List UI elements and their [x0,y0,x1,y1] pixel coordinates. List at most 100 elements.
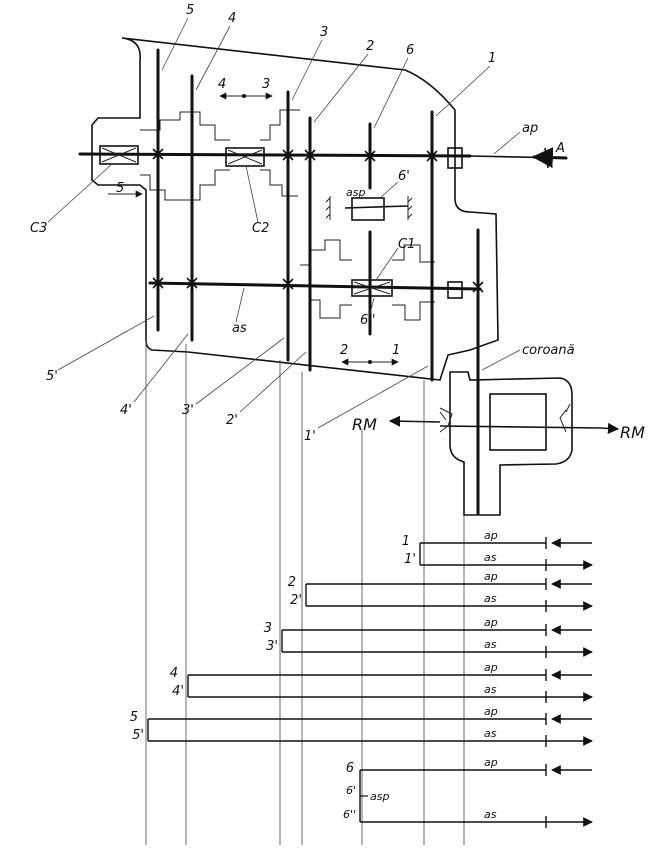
table-label-ap-1: ap [484,529,498,542]
table-label-gear-4: 4 [170,666,178,681]
leader-3 [291,39,323,101]
leader-4p [133,333,189,403]
table-label-ap-2: ap [484,570,498,583]
secondary-bearing [447,281,463,299]
leader-4 [195,25,231,91]
table-label-as-reverse: as [484,808,497,821]
c3-cross [101,147,137,163]
label-c3: C3 [30,221,47,236]
table-label-gear-p-5: 5' [132,728,144,743]
table-label-ap-3: ap [484,616,498,629]
leader-5p [57,315,155,371]
leader-c3 [47,163,113,223]
primary-bearing [447,147,463,169]
table-label-ap-reverse: ap [484,756,498,769]
table-label-gear-1: 1 [402,534,410,549]
table-label-as-4: as [484,683,497,696]
table-label-gear-2: 2 [288,575,296,590]
table-label-gear-6: 6 [346,761,354,776]
leader-6p [379,181,399,199]
table-label-ap-4: ap [484,661,498,674]
table-label-gear-6pp: 6'' [343,808,356,821]
label-gear-3p: 3' [182,403,194,418]
label-gear-4p: 4' [120,403,132,418]
input-arrow [531,147,568,169]
differential-cage [489,393,547,451]
gear-hub-crosses [152,148,484,293]
label-gear-3: 3 [320,25,328,40]
leader-6 [373,57,409,129]
c2-cross [227,149,263,165]
label-asp: asp [346,186,365,199]
label-rm-right: RM [620,423,645,442]
shift-dir-2: 2 [340,343,348,358]
diff-bevel-right [559,403,571,433]
label-gear-6pp: 6'' [360,313,375,328]
c3-synchronizer [99,145,139,165]
shift-dir-5: 5 [116,181,124,196]
shift-dir-1: 1 [392,343,400,358]
label-gear-5p: 5' [46,369,58,384]
label-gear-1p: 1' [304,429,316,444]
table-label-as-2: as [484,592,497,605]
leader-c2 [245,165,259,223]
shift-sequence-table: 11'apas22'apas33'apas44'apas55'apas66'as… [130,529,593,828]
gear-steps-sec-lower [310,299,435,321]
table-label-gear-3: 3 [264,621,272,636]
differential-axle [439,425,601,429]
leader-6pp [369,297,375,315]
rm-right-arrow [599,422,620,435]
gear-steps-top-left [140,111,230,141]
leader-as-mid [235,287,245,323]
label-gear-5: 5 [186,3,194,18]
table-label-ap-5: ap [484,705,498,718]
reverse-idler-shaft [344,205,409,209]
label-rm-left: RM [352,415,377,434]
leader-coroana [481,349,521,371]
label-c2: C2 [252,221,269,236]
table-label-gear-p-4: 4' [172,684,184,699]
table-label-gear-p-1: 1' [404,552,416,567]
c1-cross [353,281,391,295]
reverse-idler-hatch-l [325,196,331,220]
reverse-idler-hub [351,197,385,221]
leader-1p [317,365,429,429]
diff-bevel-left [439,407,453,433]
shift-dir-21-dot [368,360,372,364]
gear-steps-mid-lower [260,169,298,197]
table-label-gear-p-3: 3' [266,639,278,654]
label-input-A: A [555,141,565,156]
label-gear-2: 2 [366,39,374,54]
label-gear-2p: 2' [226,413,238,428]
input-stub [544,147,549,169]
gearbox-housing [91,37,499,381]
leader-c1 [375,247,399,281]
leader-1 [435,65,491,117]
label-gear-6p: 6' [398,169,410,184]
primary-shaft [78,152,472,158]
label-c1: C1 [398,237,415,252]
table-label-gear-6p: 6' [346,784,356,797]
c1-synchronizer [351,279,393,297]
table-label-gear-p-2: 2' [290,593,302,608]
shift-dir-43-dot [242,94,246,98]
leader-3p [195,337,285,405]
gear-steps-top-right [260,109,300,141]
label-gear-6: 6 [406,43,414,58]
leader-5 [161,17,189,71]
label-gear-4: 4 [228,11,236,26]
reverse-idler-hatch-r [407,196,413,220]
leader-2 [313,53,369,123]
rm-left-arrow [388,415,441,427]
c2-synchronizer [225,147,265,167]
label-coroana: coroană [522,343,575,358]
shift-dir-3: 3 [262,77,270,92]
shift-dir-4: 4 [218,77,226,92]
label-ap-top: ap [522,121,538,136]
label-gear-1: 1 [488,51,496,66]
leader-ap-top [493,131,521,155]
table-label-gear-5: 5 [130,710,138,725]
leader-2p [239,351,307,413]
differential-housing [449,371,573,516]
